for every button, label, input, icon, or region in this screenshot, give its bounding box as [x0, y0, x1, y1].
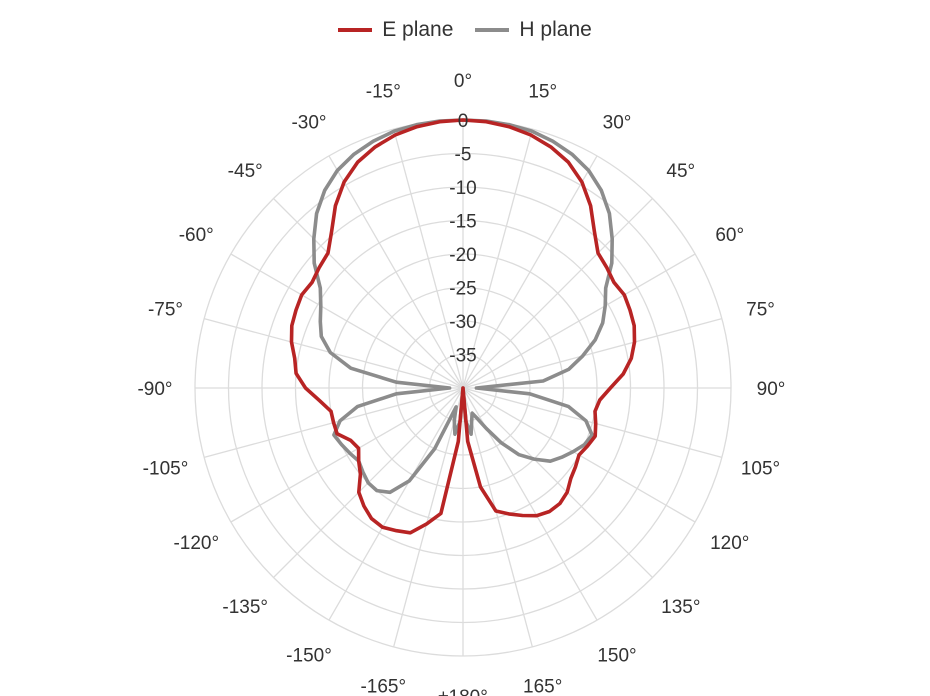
angular-tick-label: -135°	[222, 597, 268, 618]
radial-gridline	[361, 286, 565, 490]
legend-item-h-plane[interactable]: H plane	[475, 18, 592, 42]
angular-tick-label: -75°	[148, 299, 183, 320]
angular-tick-label: 150°	[597, 646, 636, 667]
h-plane-swatch	[475, 28, 510, 32]
angular-tick-label: 90°	[757, 379, 786, 400]
legend-label-h-plane: H plane	[519, 18, 592, 41]
angular-tick-label: -30°	[291, 112, 326, 133]
radial-gridline	[294, 219, 632, 557]
legend-item-e-plane[interactable]: E plane	[338, 18, 453, 42]
legend-label-e-plane: E plane	[382, 18, 454, 41]
radial-gridline	[428, 353, 498, 423]
angular-tick-label: ±180°	[438, 687, 488, 696]
radial-gridline	[261, 186, 665, 590]
angular-tick-label: -150°	[286, 646, 332, 667]
angular-tick-label: -60°	[179, 225, 214, 246]
radial-tick-label: -15	[449, 212, 476, 233]
radial-gridline	[395, 320, 531, 456]
radial-tick-label: -20	[449, 245, 476, 266]
angular-tick-label: -45°	[228, 161, 263, 182]
radial-tick-label: -30	[449, 312, 476, 333]
radial-tick-label: -5	[455, 145, 472, 166]
e-plane-swatch	[338, 28, 373, 32]
angular-tick-label: 30°	[603, 112, 632, 133]
angular-tick-label: 120°	[710, 533, 749, 554]
angular-tick-label: 15°	[528, 81, 557, 102]
radial-tick-label: -25	[449, 279, 476, 300]
legend: E plane H plane	[0, 18, 930, 42]
series-line-e-plane	[289, 118, 637, 535]
angular-tick-label: 105°	[741, 459, 780, 480]
angular-tick-label: 135°	[661, 597, 700, 618]
angular-tick-label: -90°	[137, 379, 172, 400]
angular-tick-label: 75°	[746, 299, 775, 320]
radial-gridline	[227, 152, 699, 624]
angular-tick-label: -15°	[366, 81, 401, 102]
radial-gridline	[328, 253, 598, 523]
angular-tick-label: 45°	[666, 161, 695, 182]
angular-tick-label: -165°	[360, 677, 406, 696]
radial-tick-label: 0	[458, 111, 469, 132]
angular-tick-label: 165°	[523, 677, 562, 696]
angular-tick-label: -105°	[143, 459, 189, 480]
angular-tick-label: 0°	[454, 71, 472, 92]
radial-tick-label: -35	[449, 346, 476, 367]
angular-tick-label: -120°	[173, 533, 219, 554]
radial-tick-label: -10	[449, 178, 476, 199]
angular-tick-label: 60°	[715, 225, 744, 246]
